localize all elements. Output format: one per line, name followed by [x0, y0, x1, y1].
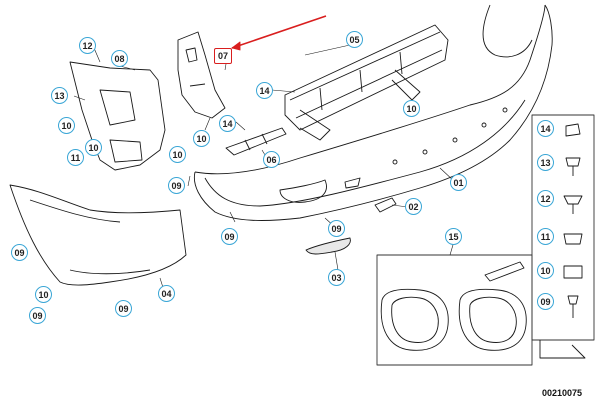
callout-09[interactable]: 09	[29, 307, 46, 324]
fastener-column	[531, 114, 595, 359]
callout-04[interactable]: 04	[158, 285, 175, 302]
callout-08[interactable]: 08	[111, 50, 128, 67]
callout-12[interactable]: 12	[79, 37, 96, 54]
callout-14[interactable]: 14	[219, 115, 236, 132]
callout-15[interactable]: 15	[445, 228, 462, 245]
highlight-arrowhead	[231, 41, 241, 51]
bracket-07	[177, 31, 226, 119]
bracket-08	[69, 61, 166, 171]
callout-03[interactable]: 03	[328, 269, 345, 286]
callout-09[interactable]: 09	[221, 228, 238, 245]
callout-01[interactable]: 01	[450, 174, 467, 191]
exhaust-trims	[376, 254, 533, 366]
callout-10[interactable]: 10	[403, 100, 420, 117]
catalog-number: 00210075	[541, 388, 582, 398]
bumper-cover	[193, 4, 553, 221]
callout-05[interactable]: 05	[346, 31, 363, 48]
side-callout-10[interactable]: 10	[537, 262, 554, 279]
reflector	[305, 237, 351, 255]
side-callout-13[interactable]: 13	[537, 154, 554, 171]
callout-07[interactable]: 07	[214, 48, 232, 64]
bumper-carrier	[284, 24, 449, 141]
side-panel	[9, 184, 187, 286]
callout-09[interactable]: 09	[328, 220, 345, 237]
side-callout-09[interactable]: 09	[537, 293, 554, 310]
callout-10[interactable]: 10	[85, 139, 102, 156]
callout-09[interactable]: 09	[115, 300, 132, 317]
side-callout-11[interactable]: 11	[537, 228, 554, 245]
highlight-arrow	[231, 15, 327, 49]
callout-10[interactable]: 10	[169, 146, 186, 163]
side-callout-14[interactable]: 14	[537, 120, 554, 137]
side-guide	[225, 127, 287, 156]
callout-10[interactable]: 10	[35, 286, 52, 303]
callout-11[interactable]: 11	[67, 149, 84, 166]
callout-14[interactable]: 14	[256, 82, 273, 99]
callout-13[interactable]: 13	[51, 87, 68, 104]
callout-10[interactable]: 10	[58, 117, 75, 134]
callout-10[interactable]: 10	[193, 130, 210, 147]
callout-02[interactable]: 02	[405, 198, 422, 215]
tow-cap	[374, 197, 397, 213]
callout-06[interactable]: 06	[263, 151, 280, 168]
callout-09[interactable]: 09	[168, 177, 185, 194]
side-callout-12[interactable]: 12	[537, 190, 554, 207]
callout-09[interactable]: 09	[11, 244, 28, 261]
